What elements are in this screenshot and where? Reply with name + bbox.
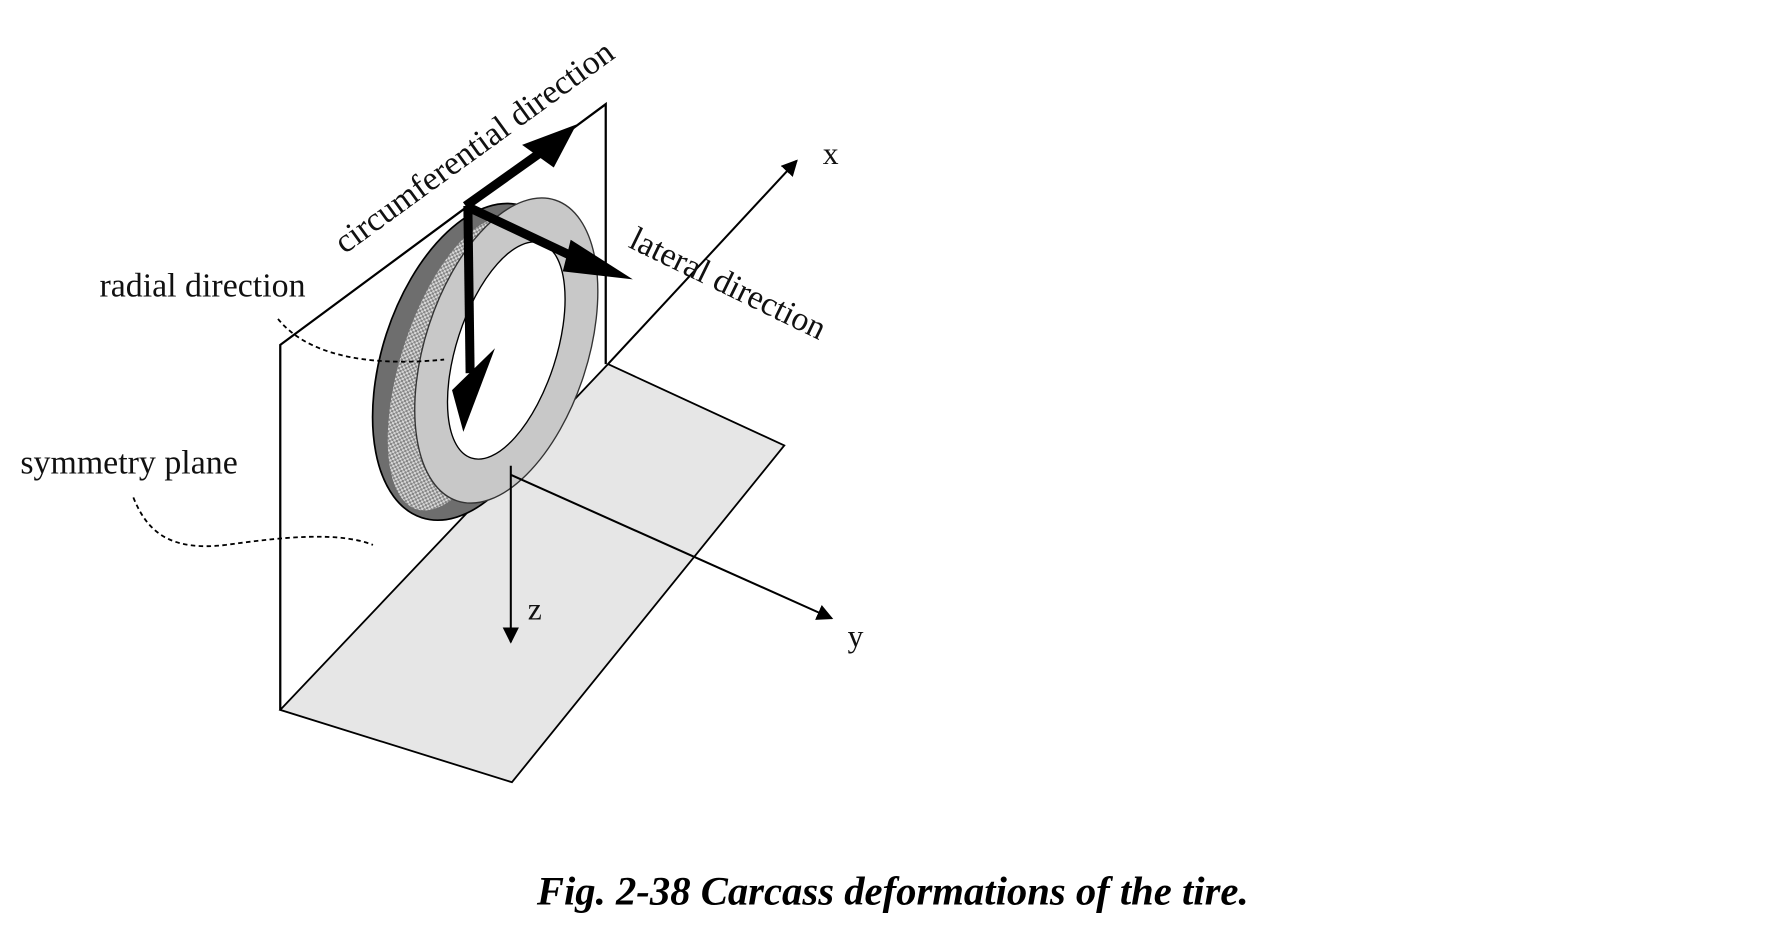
symmetry-label: symmetry plane [20, 445, 237, 482]
y-axis [510, 473, 834, 620]
circumferential-arrowhead-icon [522, 124, 577, 168]
radial-leader-line [277, 318, 445, 363]
lateral-arrowhead-icon [562, 239, 633, 280]
y-axis-label: y [848, 619, 864, 654]
symmetry-plane [279, 101, 607, 710]
radial-arrowhead-icon [452, 348, 495, 432]
radial-label: radial direction [99, 267, 305, 304]
x-axis [607, 159, 798, 365]
radial-arrow [463, 205, 475, 374]
z-axis-label: z [528, 591, 542, 626]
x-axis-label: x [823, 136, 839, 171]
symmetry-leader-line [132, 497, 374, 548]
figure-caption: Fig. 2-38 Carcass deformations of the ti… [536, 868, 1249, 913]
direction-arrows [452, 124, 633, 432]
lateral-label: lateral direction [624, 221, 832, 348]
